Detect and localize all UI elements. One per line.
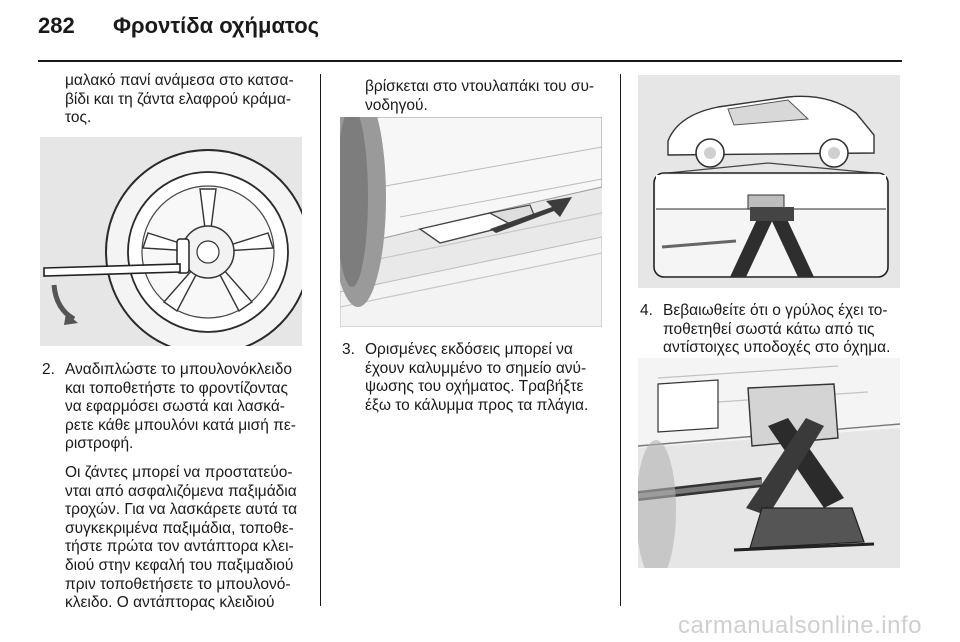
text-line: Ορισμένες εκδόσεις μπορεί να	[365, 341, 573, 358]
text-line: και τοποθετήστε το φροντίζοντας	[65, 379, 288, 397]
text-line: μαλακό πανί ανάμεσα στο κατσα-	[65, 72, 294, 89]
column-divider-2	[620, 74, 621, 606]
text-line: έξω το κάλυμμα προς τα πλάγια.	[365, 396, 589, 414]
step-number: 3.	[342, 341, 355, 358]
note-line: πριν τοποθετήσετε το μπουλονό-	[65, 575, 291, 593]
note-line: κλειδο. Ο αντάπτορας κλειδιού	[65, 594, 275, 612]
column-divider-1	[320, 74, 321, 606]
note-line: τροχών. Για να λασκάρετε αυτά τα	[65, 501, 298, 519]
text-line: αντίστοιχες υποδοχές στο όχημα.	[663, 339, 891, 357]
col1-intro-paragraph: μαλακό πανί ανάμεσα στο κατσα- βίδι και …	[65, 72, 315, 128]
text-line: ρετε κάθε μπουλόνι κατά μισή πε-	[65, 416, 296, 434]
note-line: Οι ζάντες μπορεί να προστατεύο-	[65, 463, 293, 481]
note-line: τήστε πρώτα τον αντάπτορα κλει-	[65, 538, 294, 556]
header-rule	[38, 60, 902, 62]
step-number: 4.	[640, 302, 653, 319]
scissor-jack-closeup-figure	[638, 358, 900, 568]
note-line: νται από ασφαλιζόμενα παξιμάδια	[65, 482, 297, 500]
page-title: Φροντίδα οχήματος	[113, 13, 320, 38]
note-line: διού στην κεφαλή του παξιμαδιού	[65, 556, 294, 574]
page-number: 282	[38, 13, 75, 38]
step-2: 2. Αναδιπλώστε το μπουλονόκλειδο και τοπ…	[42, 361, 314, 613]
jack-point-cover-figure	[340, 117, 602, 327]
text-line: ψωσης του οχήματος. Τραβήξτε	[365, 378, 584, 396]
note-line: συγκεκριμένα παξιμάδια, τοποθε-	[65, 519, 294, 537]
text-line: Αναδιπλώστε το μπουλονόκλειδο	[65, 361, 292, 378]
car-jack-position-figure	[638, 75, 900, 288]
text-line: ποθετηθεί σωστά κάτω από τις	[663, 320, 875, 338]
text-line: Βεβαιωθείτε ότι ο γρύλος έχει το-	[663, 302, 888, 319]
text-line: βρίσκεται στο ντουλαπάκι του συ-	[365, 78, 595, 95]
col2-intro-paragraph: βρίσκεται στο ντουλαπάκι του συ- νοδηγού…	[365, 78, 615, 115]
step-4: 4. Βεβαιωθείτε ότι ο γρύλος έχει το- ποθ…	[640, 302, 904, 358]
wheel-wrench-figure	[40, 137, 302, 346]
text-line: τος.	[65, 109, 92, 127]
text-line: ριστροφή.	[65, 435, 134, 453]
text-line: βίδι και τη ζάντα ελαφρού κράμα-	[65, 90, 291, 108]
step-3: 3. Ορισμένες εκδόσεις μπορεί να έχουν κα…	[342, 341, 614, 415]
step-number: 2.	[42, 361, 55, 378]
text-line: νοδηγού.	[365, 96, 428, 114]
text-line: να εφαρμόσει σωστά και λασκά-	[65, 398, 285, 416]
watermark-text: carmanualsonline.info	[678, 612, 922, 639]
text-line: έχουν καλυμμένο το σημείο ανύ-	[365, 359, 587, 377]
